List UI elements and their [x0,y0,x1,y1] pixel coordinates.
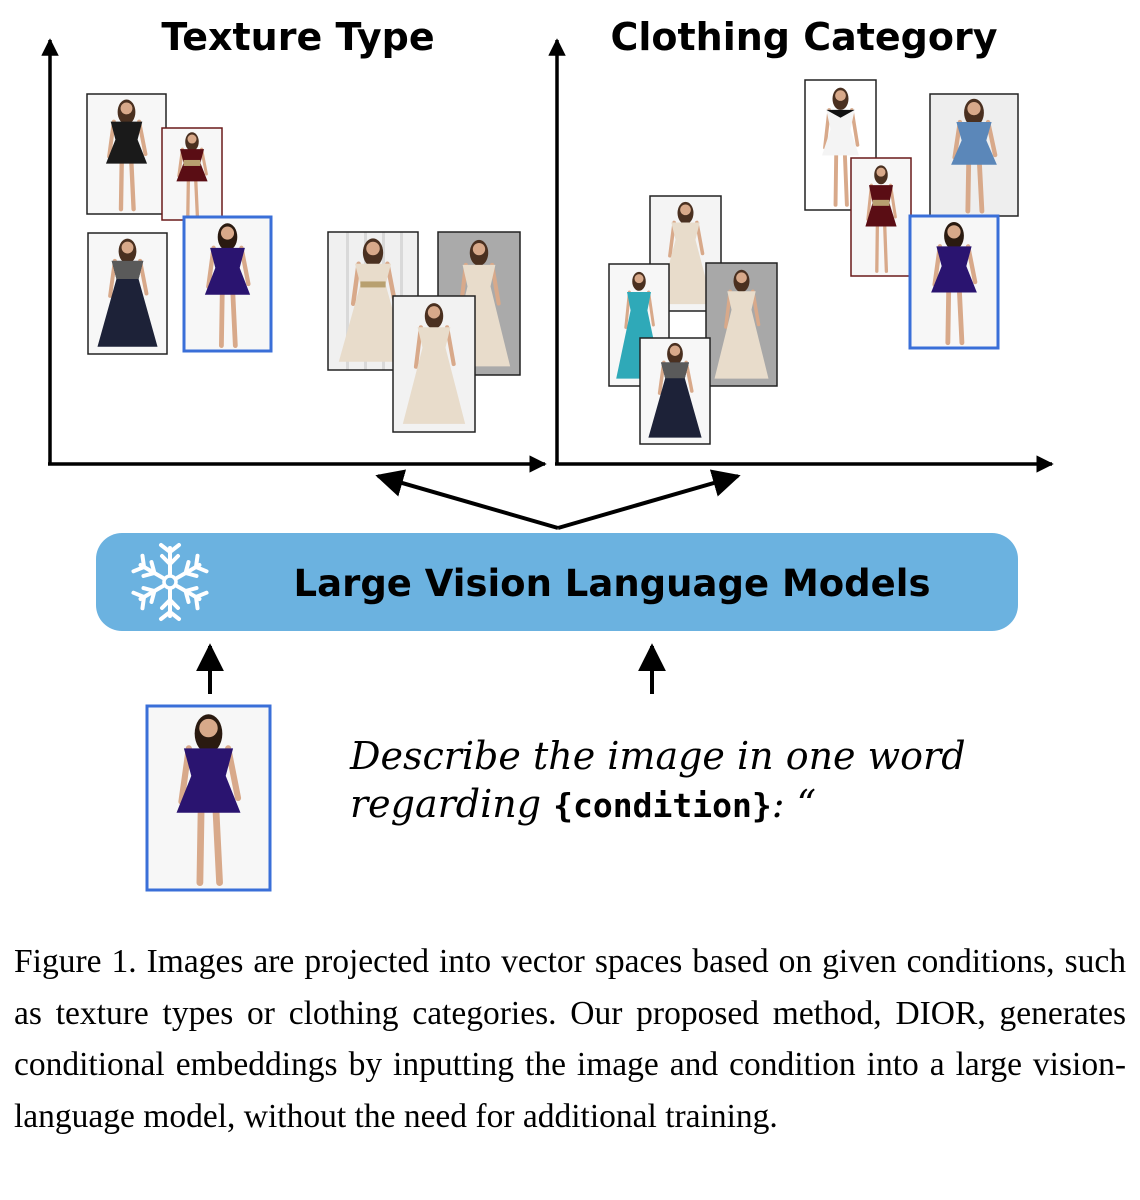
prompt-line-2: regarding {condition}: “ [350,780,1050,830]
category-panel-title: Clothing Category [610,15,997,59]
dress-photo-thumbnail [161,127,223,221]
dress-photo-thumbnail [392,295,476,433]
texture-axes [41,38,547,473]
dress-photo-thumbnail [850,157,912,277]
condition-placeholder: {condition} [553,786,772,825]
lvlm-block: Large Vision Language Models [96,533,1018,631]
dress-photo-thumbnail [705,262,778,387]
diagram-canvas: Texture Type Clothing Category [41,15,1054,892]
projection-arrows [375,469,741,530]
prompt-regarding: regarding [350,782,554,826]
thumbnail-layer [86,79,1019,892]
dress-photo-thumbnail [182,215,273,353]
snowflake-icon [131,543,209,621]
prompt-suffix: : “ [771,782,817,826]
arrow-to-category-space [557,469,741,530]
lvlm-box [96,533,1018,631]
dress-photo-thumbnail [86,93,167,215]
dress-photo-thumbnail [639,337,711,445]
figure-caption: Figure 1. Images are projected into vect… [14,943,1126,1135]
prompt-text: Describe the image in one word regarding… [350,732,1050,830]
prompt-line-1: Describe the image in one word [350,734,966,778]
dress-photo-thumbnail [145,704,272,892]
dress-photo-thumbnail [87,232,168,355]
lvlm-label: Large Vision Language Models [294,562,931,605]
dress-photo-thumbnail [908,214,1000,350]
texture-panel-title: Texture Type [161,15,434,59]
arrow-to-texture-space [375,469,559,530]
dress-photo-thumbnail [929,93,1019,217]
category-axes [548,38,1054,473]
